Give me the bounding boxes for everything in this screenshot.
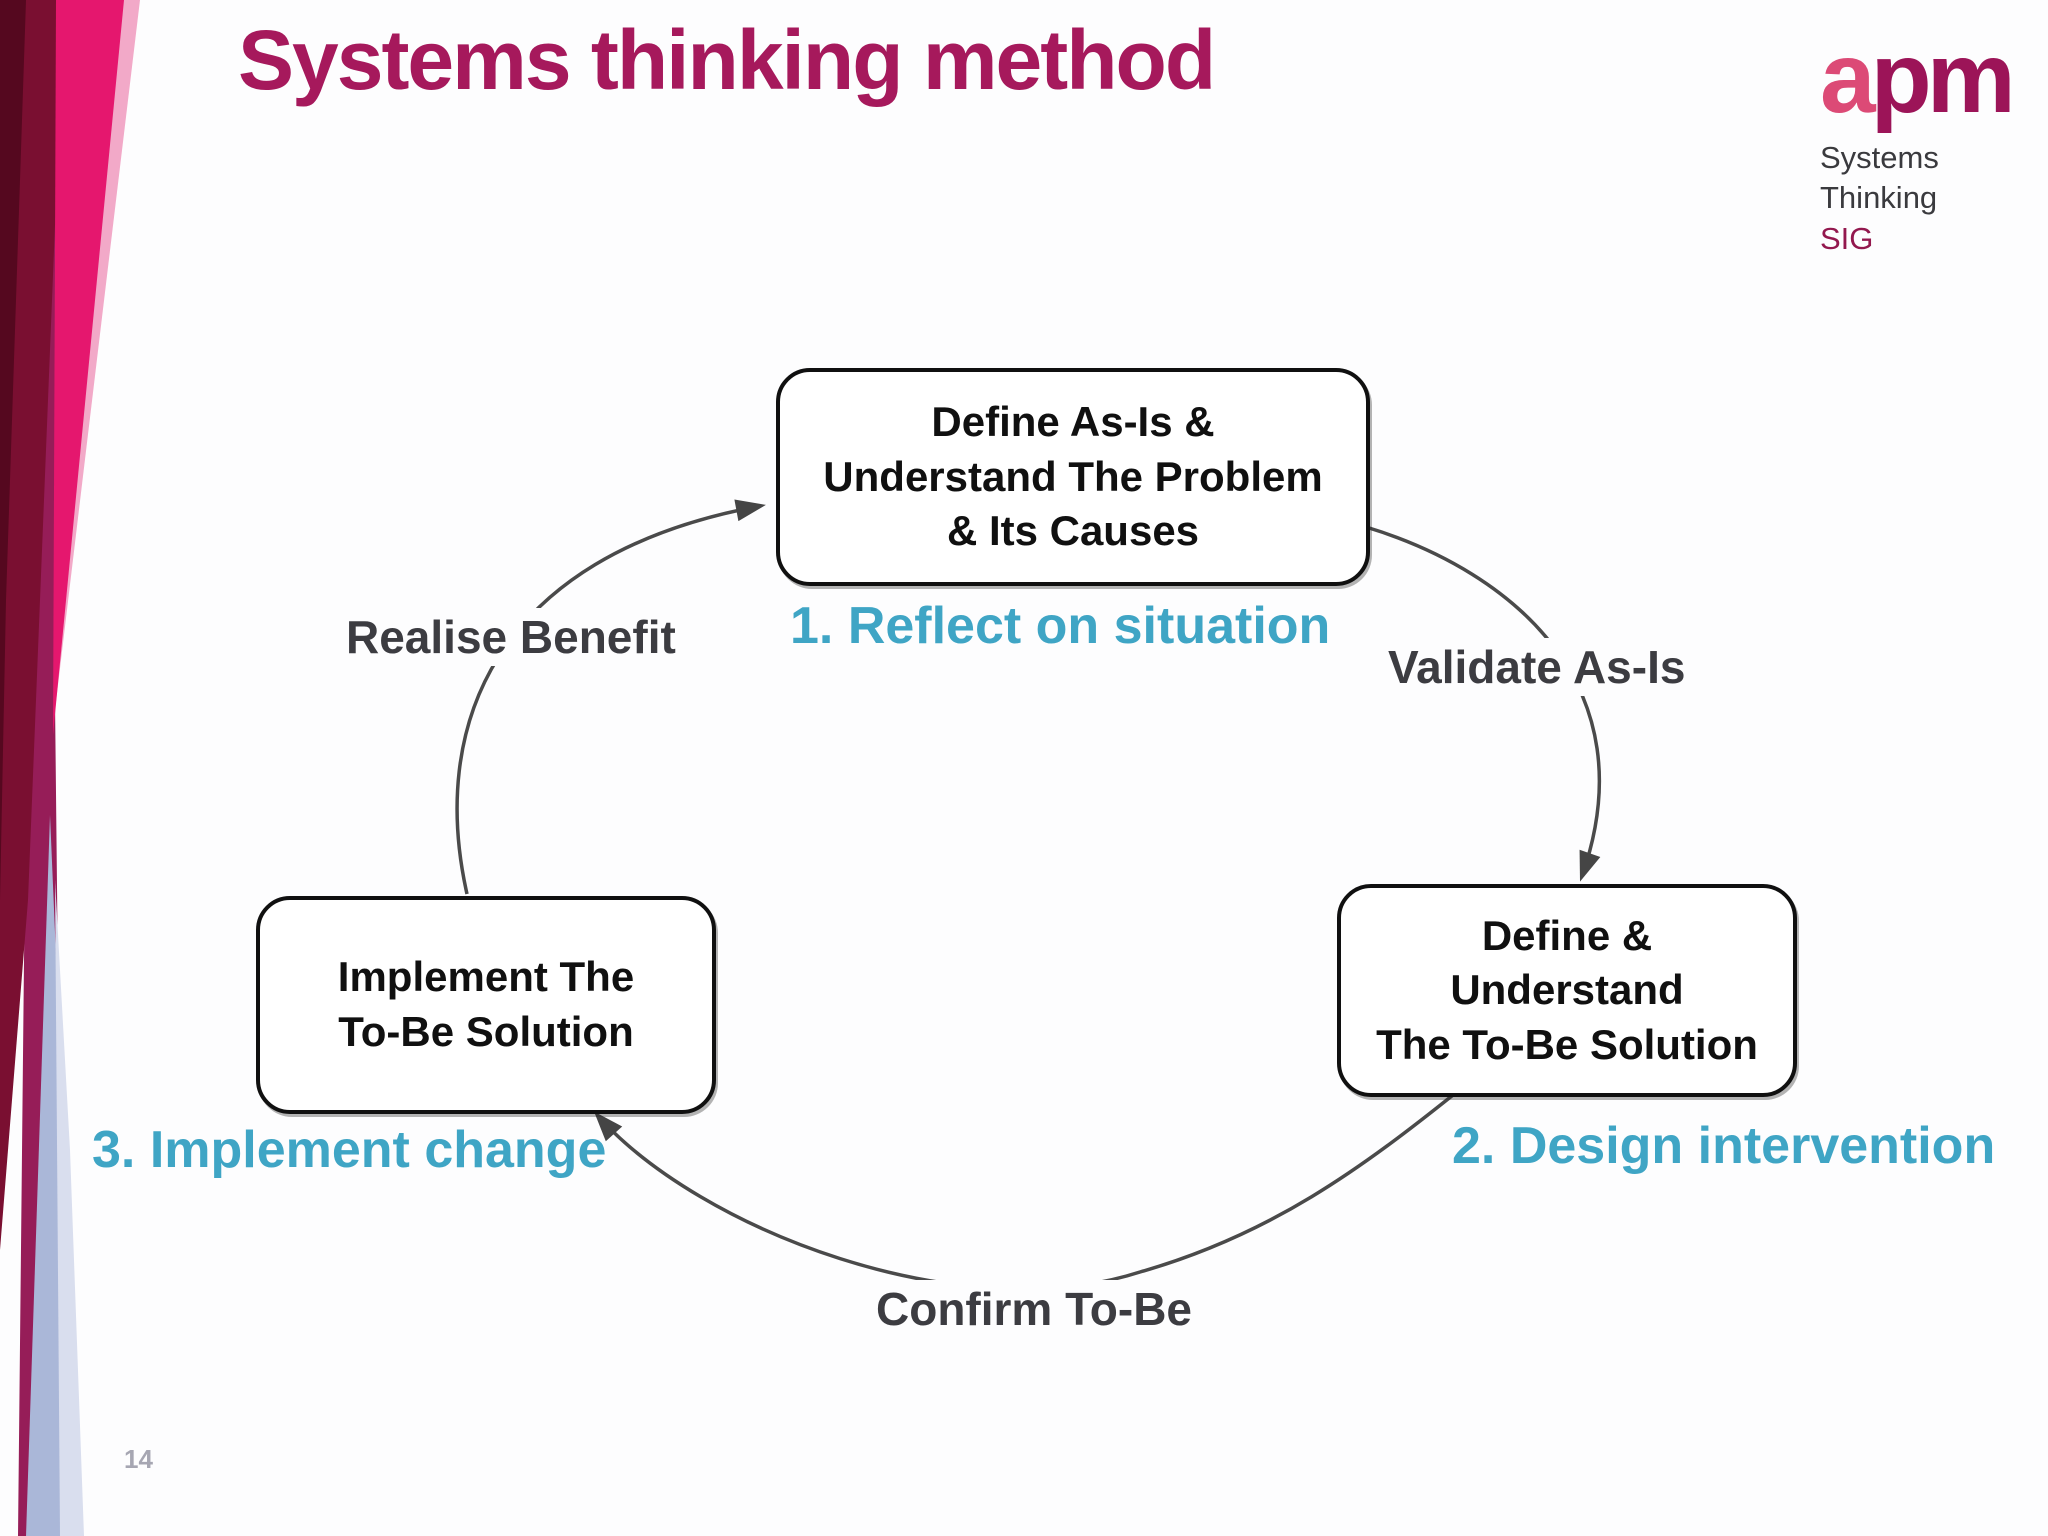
apm-logo-subtitle: Systems Thinking SIG: [1820, 138, 2011, 259]
apm-logo-sig: SIG: [1820, 220, 1874, 256]
box-text-line: Define &: [1481, 911, 1653, 959]
box-text-line: Understand The Problem: [823, 452, 1323, 500]
band-wedge-light-blue: [55, 880, 84, 1536]
arrow-validate-as-is: [1365, 525, 1602, 882]
box-text-line: Understand: [1450, 966, 1684, 1014]
box-text-line: & Its Causes: [946, 507, 1200, 555]
box-define-to-be-text: Define & Understand The To-Be Solution: [1376, 909, 1758, 1073]
label-realise-benefit: Realise Benefit: [336, 608, 686, 666]
band-wedge-pink: [53, 0, 124, 735]
label-validate-as-is: Validate As-Is: [1378, 638, 1696, 696]
arrow-confirm-to-be: [593, 1085, 1465, 1291]
label-confirm-to-be: Confirm To-Be: [866, 1280, 1203, 1338]
apm-logo-subtitle-line1: Systems: [1820, 140, 1939, 175]
box-implement-to-be: Implement The To-Be Solution: [256, 896, 716, 1114]
band-wedge-blue: [26, 815, 60, 1536]
label-step-1-reflect: 1. Reflect on situation: [790, 597, 1331, 655]
box-text-line: Implement The: [337, 953, 635, 1001]
apm-logo-subtitle-line2: Thinking: [1820, 180, 1938, 216]
box-text-line: Define As-Is &: [931, 398, 1215, 446]
box-define-as-is: Define As-Is & Understand The Problem & …: [776, 368, 1370, 586]
band-wedge-dark-maroon: [0, 0, 26, 900]
page-number: 14: [124, 1444, 153, 1474]
apm-logo: apm Systems Thinking SIG: [1820, 28, 2016, 259]
box-define-to-be: Define & Understand The To-Be Solution: [1337, 884, 1797, 1097]
apm-logo-letters-pm: pm: [1870, 22, 2016, 134]
left-decoration-band: [0, 0, 140, 1536]
arrow-realise-benefit: [455, 499, 766, 895]
box-define-as-is-text: Define As-Is & Understand The Problem & …: [823, 395, 1322, 559]
apm-logo-letter-a: a: [1820, 22, 1876, 134]
page-title: Systems thinking method: [238, 13, 1216, 107]
label-step-3-implement: 3. Implement change: [92, 1121, 607, 1179]
apm-logo-wordmark: apm: [1820, 28, 2016, 128]
band-wedge-maroon: [0, 0, 64, 1250]
box-text-line: The To-Be Solution: [1376, 1020, 1758, 1068]
label-step-2-design: 2. Design intervention: [1452, 1117, 1996, 1175]
box-text-line: To-Be Solution: [338, 1008, 634, 1055]
box-implement-to-be-text: Implement The To-Be Solution: [338, 950, 634, 1059]
